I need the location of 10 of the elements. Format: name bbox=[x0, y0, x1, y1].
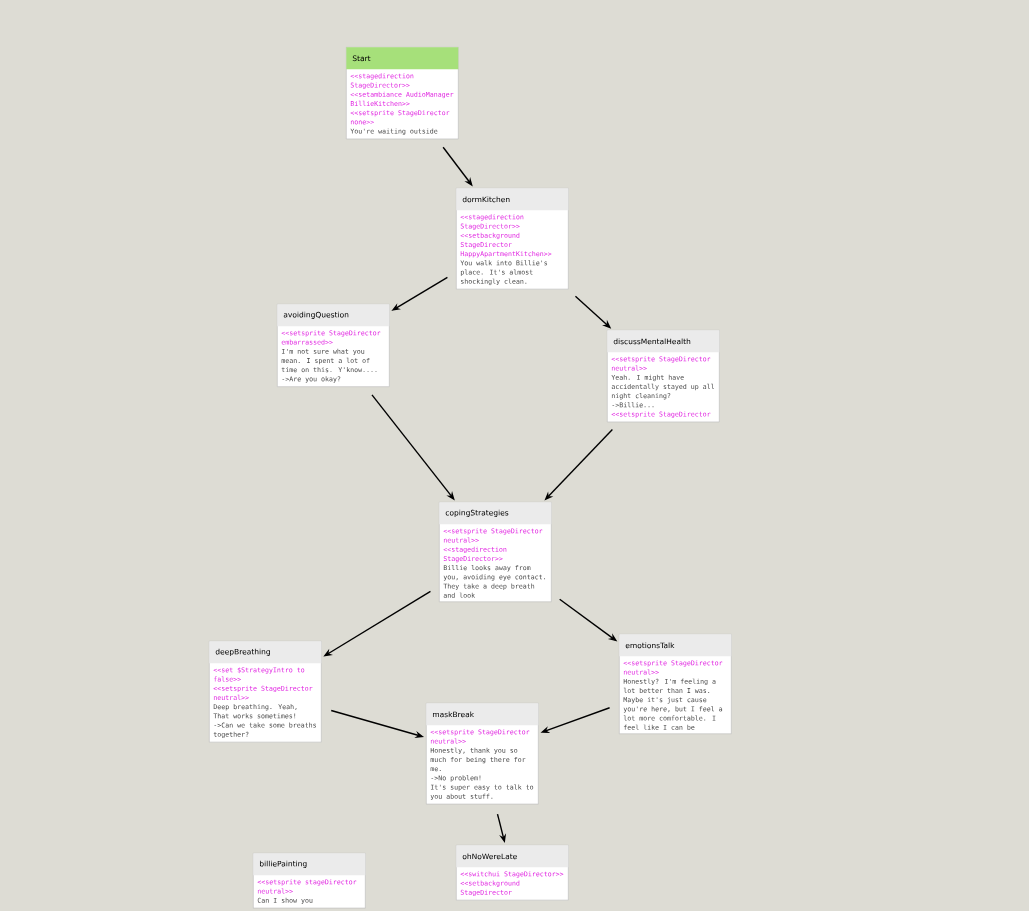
node-card bbox=[426, 703, 539, 805]
node-card bbox=[277, 304, 390, 387]
node-card bbox=[346, 47, 459, 140]
node-card bbox=[619, 634, 732, 735]
node-card bbox=[456, 188, 569, 290]
node-card bbox=[253, 853, 366, 909]
node-card bbox=[456, 845, 569, 901]
node-card bbox=[607, 330, 720, 423]
node-card bbox=[209, 641, 322, 743]
node-card bbox=[439, 502, 552, 603]
